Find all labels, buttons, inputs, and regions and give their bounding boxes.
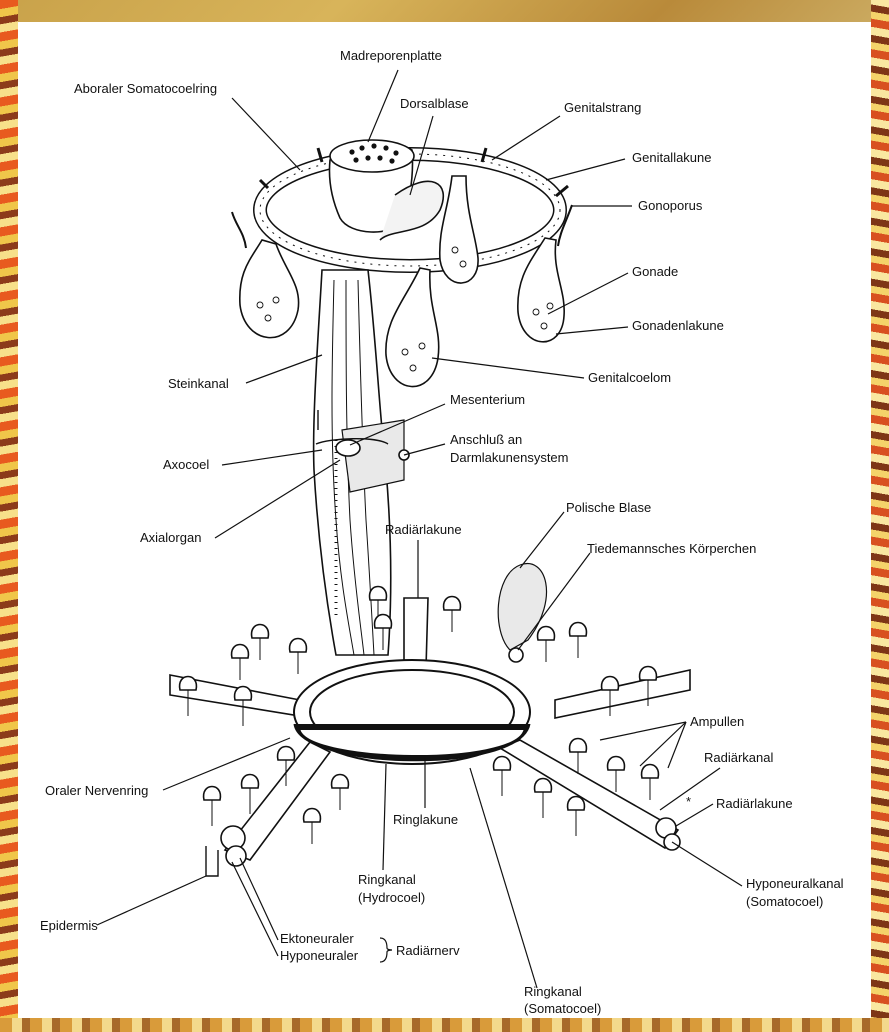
label-ringkanal-hydrocoel-line2: (Hydrocoel) [358, 890, 425, 905]
label-anschluss-line2: Darmlakunensystem [450, 450, 569, 465]
label-madreporenplatte: Madreporenplatte [340, 48, 442, 63]
label-genitallakune: Genitallakune [632, 150, 712, 165]
label-steinkanal: Steinkanal [168, 376, 229, 391]
label-radiarlakune-right: Radiärlakune [716, 796, 793, 811]
label-ektoneuraler: Ektoneuraler [280, 931, 354, 946]
label-polische-blase: Polische Blase [566, 500, 651, 515]
label-radiarkanal: Radiärkanal [704, 750, 773, 765]
label-hyponeuralkanal-line2: (Somatocoel) [746, 894, 823, 909]
label-gonoporus: Gonoporus [638, 198, 703, 213]
label-epidermis: Epidermis [40, 918, 98, 933]
label-radiarlakune-top: Radiärlakune [385, 522, 462, 537]
label-gonadenlakune: Gonadenlakune [632, 318, 724, 333]
label-axialorgan: Axialorgan [140, 530, 201, 545]
label-mesenterium: Mesenterium [450, 392, 525, 407]
label-hyponeuraler: Hyponeuraler [280, 948, 359, 963]
label-tiedemannsches-koerperchen: Tiedemannsches Körperchen [587, 541, 756, 556]
label-gonade: Gonade [632, 264, 678, 279]
label-dorsalblase: Dorsalblase [400, 96, 469, 111]
label-ringkanal-hydrocoel-line1: Ringkanal [358, 872, 416, 887]
label-ringlakune: Ringlakune [393, 812, 458, 827]
label-radiarnerv: Radiärnerv [396, 943, 460, 958]
label-axocoel: Axocoel [163, 457, 209, 472]
label-oraler-nervenring: Oraler Nervenring [45, 783, 148, 798]
label-genitalstrang: Genitalstrang [564, 100, 641, 115]
label-anschluss-line1: Anschluß an [450, 432, 522, 447]
label-ringkanal-somatocoel-line2: (Somatocoel) [524, 1001, 601, 1016]
label-ampullen: Ampullen [690, 714, 744, 729]
label-ringkanal-somatocoel-line1: Ringkanal [524, 984, 582, 999]
label-aboraler-somatocoelring: Aboraler Somatocoelring [74, 81, 217, 96]
label-hyponeuralkanal-line1: Hyponeuralkanal [746, 876, 844, 891]
label-genitalcoelom: Genitalcoelom [588, 370, 671, 385]
label-asterisk: * [686, 794, 691, 809]
